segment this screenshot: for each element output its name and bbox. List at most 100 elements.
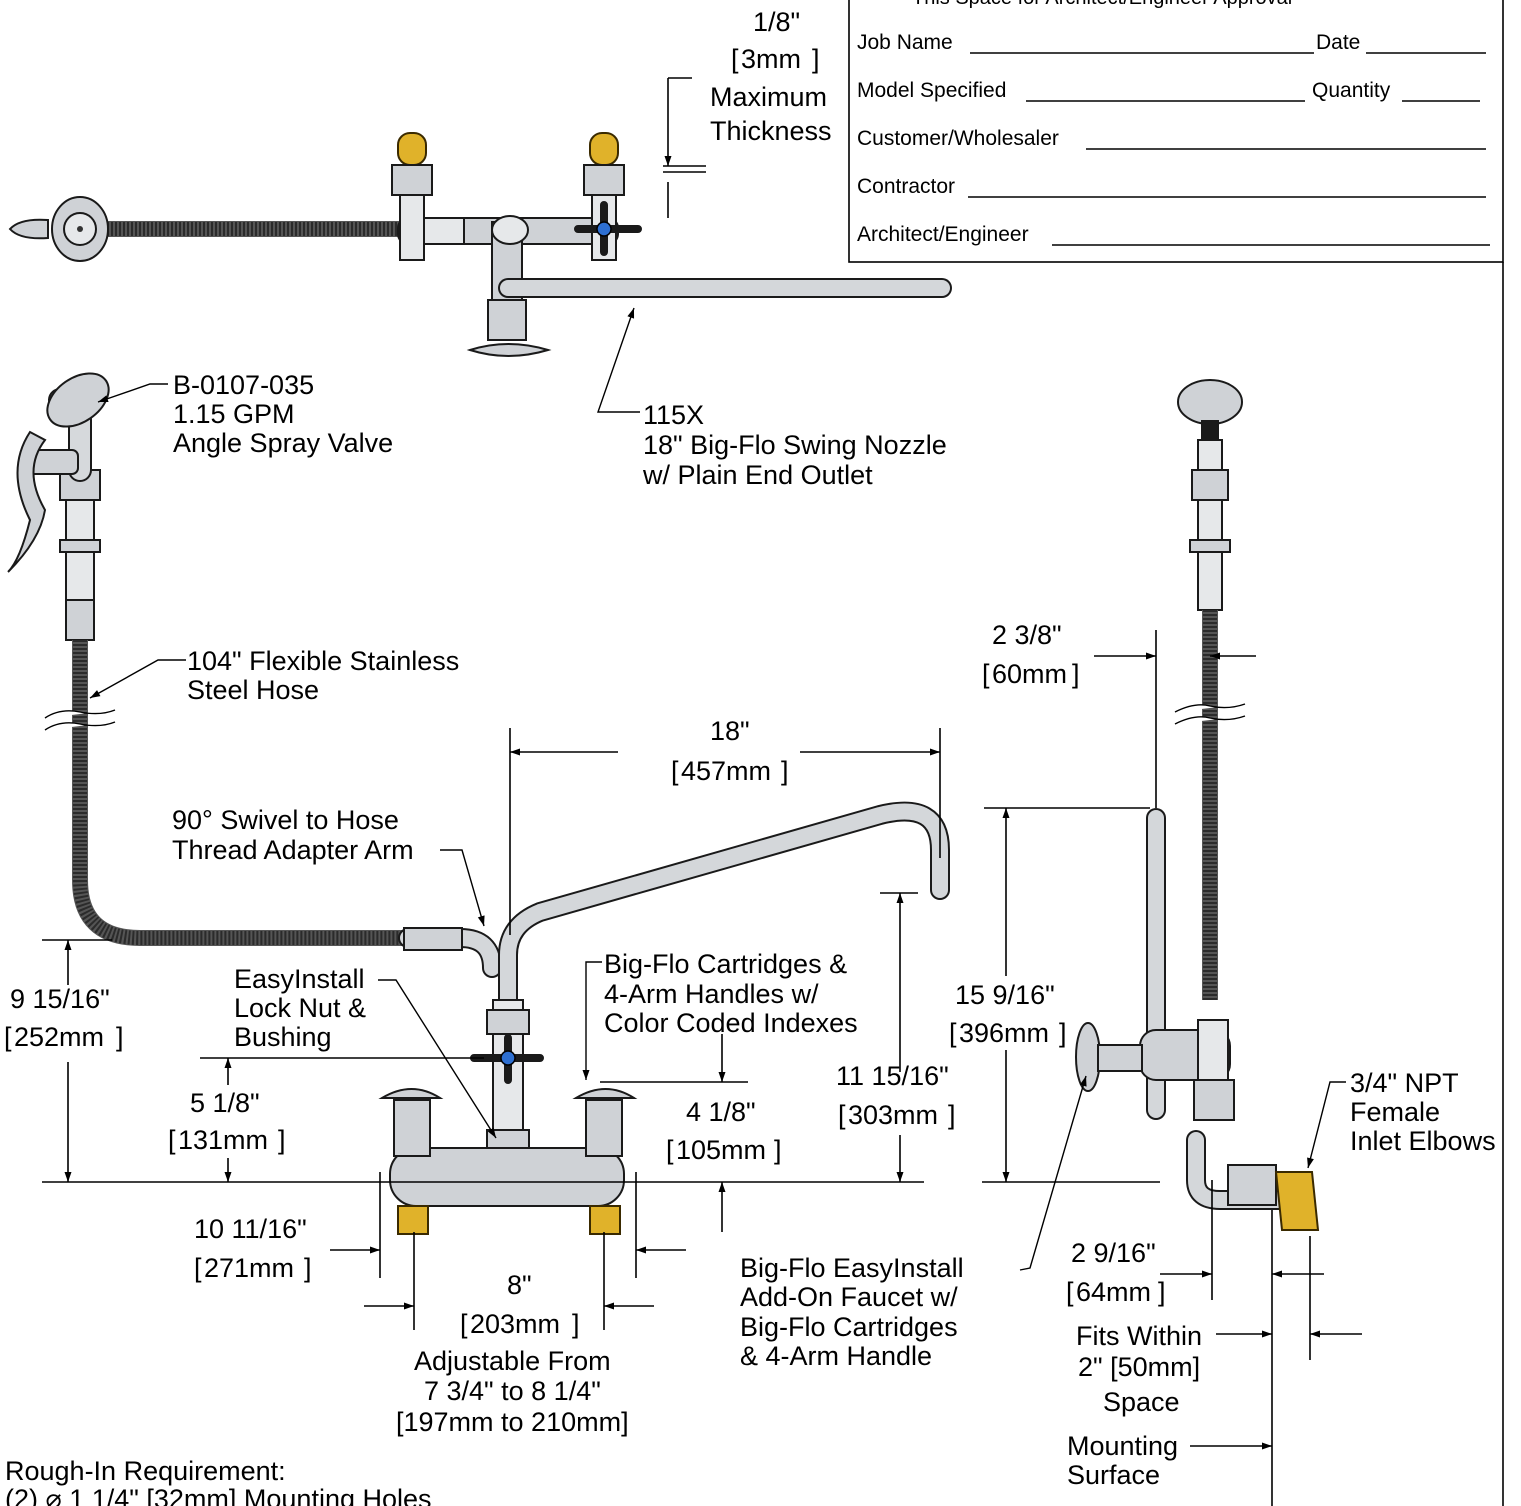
svg-text:[: [: [982, 659, 990, 689]
svg-text:[: [: [168, 1125, 176, 1155]
adjustable-callout: Adjustable From: [414, 1346, 611, 1376]
date-label: Date: [1316, 31, 1360, 54]
swing-nozzle-callout: 115X: [643, 400, 704, 430]
riser-offset-metric: 60mm: [992, 659, 1067, 689]
elbow-offset-imperial: 2 9/16": [1071, 1238, 1156, 1268]
lower-height-imperial: 5 1/8": [190, 1088, 260, 1118]
spout-height-imperial: 11 15/16": [836, 1061, 949, 1091]
squeeze-lever-icon: [7, 430, 47, 573]
svg-text:[: [: [838, 1100, 846, 1130]
handle-height-metric: 105mm: [676, 1135, 766, 1165]
centers-metric: 203mm: [470, 1309, 560, 1339]
side-height-imperial: 15 9/16": [955, 980, 1055, 1010]
callout-labels: B-0107-035 1.15 GPM Angle Spray Valve 11…: [5, 370, 1496, 1506]
quantity-label: Quantity: [1312, 79, 1391, 102]
svg-text:]: ]: [278, 1125, 286, 1155]
swivel-callout: 90° Swivel to Hose: [172, 805, 399, 835]
svg-text:Lock Nut &: Lock Nut &: [234, 993, 366, 1023]
leader-lines: [89, 307, 1346, 1450]
svg-text:18" Big-Flo Swing Nozzle: 18" Big-Flo Swing Nozzle: [643, 430, 947, 460]
blue-index-icon-front: [500, 1050, 516, 1066]
thickness-label-2: Thickness: [710, 116, 832, 146]
hose-callout: 104" Flexible Stainless: [187, 646, 459, 676]
svg-text:[: [: [4, 1022, 12, 1052]
spout-height-metric: 303mm: [848, 1100, 938, 1130]
locknut-callout: EasyInstall: [234, 964, 365, 994]
svg-text:]: ]: [774, 1135, 782, 1165]
svg-text:[: [: [1066, 1277, 1074, 1307]
spray-valve-callout: B-0107-035: [173, 370, 314, 400]
fits-within-callout: Fits Within: [1076, 1321, 1202, 1351]
side-view-faucet: [1075, 379, 1320, 1231]
svg-text:[: [: [666, 1135, 674, 1165]
reach-metric: 457mm: [681, 756, 771, 786]
svg-text:4-Arm Handles w/: 4-Arm Handles w/: [604, 979, 819, 1009]
svg-text:Surface: Surface: [1067, 1460, 1160, 1490]
spray-head-icon: [46, 372, 110, 428]
brass-inlet-icon-2: [589, 1205, 621, 1235]
approval-heading: This Space for Architect/Engineer Approv…: [912, 0, 1292, 9]
architect-label: Architect/Engineer: [857, 223, 1029, 246]
hose-height-imperial: 9 15/16": [10, 984, 110, 1014]
svg-text:Color Coded Indexes: Color Coded Indexes: [604, 1008, 858, 1038]
svg-text:]: ]: [1072, 659, 1080, 689]
dimension-lines: [42, 630, 1362, 1506]
svg-text:Bushing: Bushing: [234, 1022, 332, 1052]
svg-text:Thread Adapter Arm: Thread Adapter Arm: [172, 835, 414, 865]
overall-width-imperial: 10 11/16": [194, 1214, 307, 1244]
mounting-callout: Mounting: [1067, 1431, 1178, 1461]
svg-text:]: ]: [812, 44, 820, 74]
approval-box: This Space for Architect/Engineer Approv…: [848, 0, 1504, 1506]
brass-elbow-icon: [1274, 1171, 1320, 1231]
svg-text:w/ Plain End Outlet: w/ Plain End Outlet: [642, 460, 873, 490]
svg-text:[: [: [671, 756, 679, 786]
svg-text:[: [: [731, 44, 739, 74]
inlet-callout: 3/4" NPT: [1350, 1068, 1459, 1098]
svg-text:Angle Spray Valve: Angle Spray Valve: [173, 428, 393, 458]
thickness-label: Maximum: [710, 82, 827, 112]
cartridges-callout: Big-Flo Cartridges &: [604, 949, 847, 979]
side-height-metric: 396mm: [959, 1018, 1049, 1048]
dimension-labels: 18" [ 457mm ] 9 15/16" [ 252mm ] 5 1/8" …: [4, 620, 1166, 1339]
brass-inlet-icon: [397, 1205, 429, 1235]
lower-height-metric: 131mm: [178, 1125, 268, 1155]
svg-text:Female: Female: [1350, 1097, 1440, 1127]
svg-text:& 4-Arm Handle: & 4-Arm Handle: [740, 1341, 932, 1371]
svg-text:Big-Flo Cartridges: Big-Flo Cartridges: [740, 1312, 958, 1342]
svg-text:Add-On Faucet w/: Add-On Faucet w/: [740, 1282, 958, 1312]
thickness-dimension: 1/8" [ 3mm ] Maximum Thickness: [663, 7, 832, 218]
brass-cap-icon-2: [589, 132, 619, 166]
overall-width-metric: 271mm: [204, 1253, 294, 1283]
front-view-faucet: [378, 801, 950, 1235]
model-specified-label: Model Specified: [857, 79, 1006, 102]
rough-in-note: Rough-In Requirement:: [5, 1456, 286, 1486]
thickness-metric: 3mm: [741, 44, 801, 74]
svg-text:]: ]: [1059, 1018, 1067, 1048]
svg-text:1.15 GPM: 1.15 GPM: [173, 399, 295, 429]
reach-imperial: 18": [710, 716, 750, 746]
centers-imperial: 8": [507, 1270, 532, 1300]
svg-text:]: ]: [781, 756, 789, 786]
svg-text:[: [: [194, 1253, 202, 1283]
svg-text:[197mm to 210mm]: [197mm to 210mm]: [396, 1407, 629, 1437]
brass-cap-icon: [397, 132, 427, 166]
svg-text:7 3/4" to 8 1/4": 7 3/4" to 8 1/4": [424, 1376, 601, 1406]
elbow-offset-metric: 64mm: [1076, 1277, 1151, 1307]
svg-text:]: ]: [116, 1022, 124, 1052]
svg-text:[: [: [949, 1018, 957, 1048]
job-name-label: Job Name: [857, 31, 953, 54]
blue-index-icon: [596, 221, 612, 237]
svg-text:Steel Hose: Steel Hose: [187, 675, 319, 705]
svg-text:]: ]: [572, 1309, 580, 1339]
top-view-faucet: [8, 132, 952, 357]
svg-text:[: [: [460, 1309, 468, 1339]
customer-label: Customer/Wholesaler: [857, 127, 1059, 150]
handle-height-imperial: 4 1/8": [686, 1097, 756, 1127]
svg-text:Inlet Elbows: Inlet Elbows: [1350, 1126, 1496, 1156]
svg-text:(2) ⌀ 1 1/4" [32mm] Mounting H: (2) ⌀ 1 1/4" [32mm] Mounting Holes: [5, 1484, 432, 1506]
riser-offset-imperial: 2 3/8": [992, 620, 1062, 650]
svg-text:]: ]: [948, 1100, 956, 1130]
spray-head-side-icon: [1177, 379, 1243, 425]
contractor-label: Contractor: [857, 175, 955, 198]
